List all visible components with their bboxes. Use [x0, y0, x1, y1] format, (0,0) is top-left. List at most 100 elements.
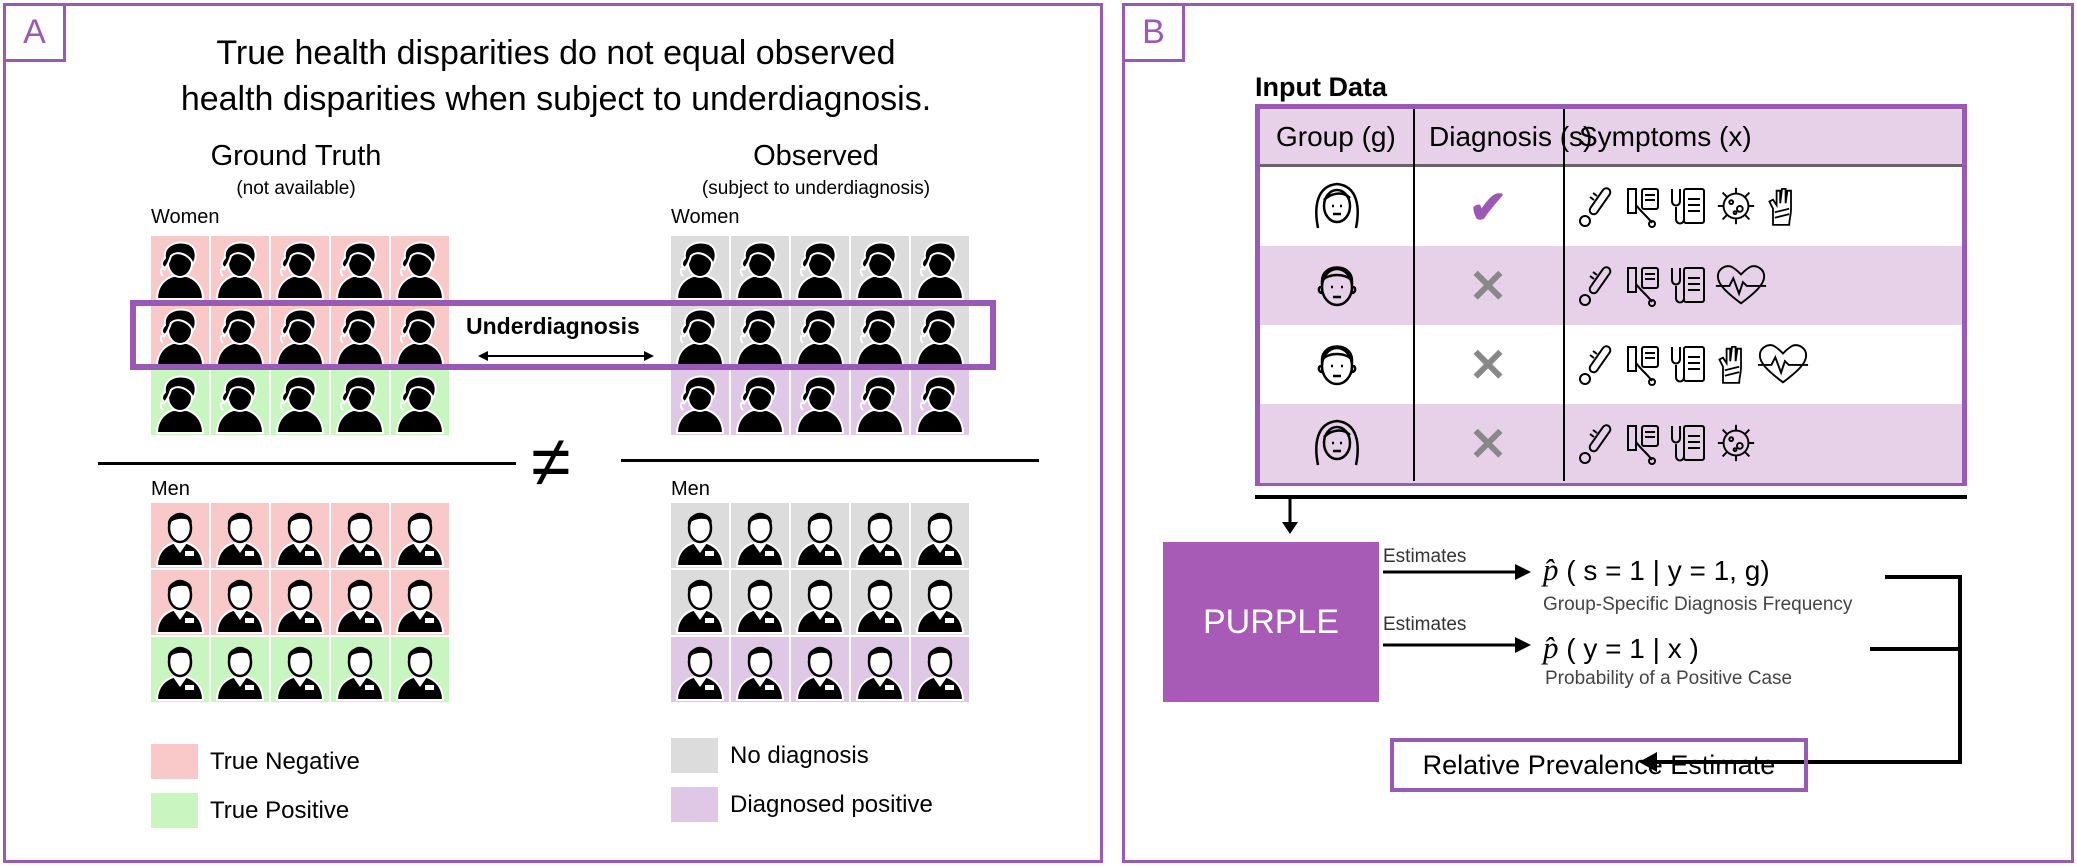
table-header-diagnosis: Diagnosis (s): [1429, 120, 1593, 152]
title-line-1: True health disparities do not equal obs…: [216, 34, 896, 72]
man-person-icon: [791, 637, 849, 702]
estimate-1-caption: Group-Specific Diagnosis Frequency: [1543, 594, 1853, 615]
man-person-icon: [731, 637, 789, 702]
table-header-row: [1260, 109, 1962, 164]
man-person-icon: [151, 637, 209, 702]
man-person-icon: [731, 570, 789, 635]
legend-left: True Negative True Positive: [151, 744, 360, 828]
woman-person-icon: [151, 236, 209, 301]
woman-person-icon: [151, 370, 209, 435]
legend-true-positive: True Positive: [151, 793, 360, 828]
man-person-icon: [911, 570, 969, 635]
title-line-2: health disparities when subject to under…: [180, 80, 932, 118]
double-arrow: [478, 351, 654, 361]
virus-icon: [1714, 420, 1758, 471]
woman-person-icon: [331, 303, 389, 368]
woman-person-icon: [391, 236, 449, 301]
men-label-right: Men: [671, 478, 710, 500]
stethoscope-clipboard-icon: [1668, 262, 1708, 313]
man-person-icon: [151, 570, 209, 635]
man-person-icon: [791, 570, 849, 635]
true-negative-swatch: [151, 744, 198, 779]
woman-person-icon: [851, 370, 909, 435]
legend-diagnosed-positive: Diagnosed positive: [671, 787, 933, 822]
stethoscope-clipboard-icon: [1668, 341, 1708, 392]
man-person-icon: [391, 570, 449, 635]
panel-b: B Input Data Group (g)Diagnosis (s)Sympt…: [1122, 3, 2074, 863]
man-person-icon: [391, 637, 449, 702]
observed-subheading: (subject to underdiagnosis): [701, 178, 931, 199]
table-header-divider: [1260, 164, 1962, 167]
diagnosed-positive-label: Diagnosed positive: [730, 790, 933, 818]
woman-person-icon: [331, 236, 389, 301]
woman-face-icon: [1312, 415, 1362, 476]
stethoscope-clipboard-icon: [1668, 183, 1708, 234]
diagnosed-positive-swatch: [671, 787, 718, 822]
phat-symbol-1: p̂: [1543, 552, 1559, 587]
panel-a-title: True health disparities do not equal obs…: [6, 30, 1106, 122]
man-person-icon: [331, 637, 389, 702]
blood-pressure-icon: [1622, 341, 1662, 392]
man-person-icon: [271, 637, 329, 702]
woman-person-icon: [911, 370, 969, 435]
man-person-icon: [671, 503, 729, 568]
woman-person-icon: [671, 236, 729, 301]
relative-prevalence-estimate-box: Relative Prevalence Estimate: [1390, 738, 1808, 792]
woman-person-icon: [791, 236, 849, 301]
purple-method-block: PURPLE: [1163, 542, 1379, 702]
arrow-down: [1282, 498, 1298, 534]
observed-heading: Observed: [753, 140, 879, 172]
true-negative-label: True Negative: [210, 747, 360, 775]
man-face-icon: [1312, 257, 1362, 318]
woman-person-icon: [791, 303, 849, 368]
cross-icon: ✕: [1468, 417, 1508, 470]
arrow-estimate-2: [1383, 637, 1531, 653]
man-person-icon: [211, 570, 269, 635]
not-equal-symbol: ≠: [531, 422, 571, 502]
true-positive-swatch: [151, 793, 198, 828]
legend-right: No diagnosis Diagnosed positive: [671, 738, 933, 822]
heartbeat-icon: [1714, 262, 1768, 313]
women-label-right: Women: [671, 206, 740, 228]
underdiagnosis-label: Underdiagnosis: [466, 313, 640, 339]
symptom-icons: [1576, 420, 1758, 471]
input-data-table: Group (g)Diagnosis (s)Symptoms (x)✔✕✕✕: [1255, 104, 1967, 486]
ground-truth-women-grid: [151, 236, 449, 435]
panel-b-label: B: [1125, 6, 1185, 62]
symptom-icons: [1576, 262, 1768, 313]
man-person-icon: [151, 503, 209, 568]
woman-person-icon: [391, 303, 449, 368]
ground-truth-subheading: (not available): [236, 178, 356, 199]
woman-person-icon: [851, 303, 909, 368]
symptom-icons: [1576, 341, 1810, 392]
woman-person-icon: [271, 236, 329, 301]
man-person-icon: [911, 503, 969, 568]
table-row: [1260, 404, 1962, 483]
divider-right: [621, 459, 1039, 462]
estimate-1-text: ( s = 1 | y = 1, g): [1566, 555, 1770, 586]
thermometer-icon: [1576, 183, 1616, 234]
underdiagnosis-box: [130, 300, 996, 370]
thermometer-icon: [1576, 262, 1616, 313]
man-person-icon: [331, 570, 389, 635]
panel-a-label: A: [6, 6, 66, 62]
table-column-divider: [1563, 109, 1565, 481]
bandaged-hand-icon: [1764, 183, 1800, 234]
heartbeat-icon: [1756, 341, 1810, 392]
woman-person-icon: [851, 236, 909, 301]
man-person-icon: [271, 503, 329, 568]
blood-pressure-icon: [1622, 262, 1662, 313]
woman-person-icon: [791, 370, 849, 435]
woman-person-icon: [211, 236, 269, 301]
woman-person-icon: [911, 236, 969, 301]
true-positive-label: True Positive: [210, 796, 350, 824]
table-header-group: Group (g): [1276, 120, 1396, 152]
men-label-left: Men: [151, 478, 190, 500]
no-diagnosis-swatch: [671, 738, 718, 773]
legend-true-negative: True Negative: [151, 744, 360, 779]
woman-person-icon: [271, 303, 329, 368]
man-person-icon: [211, 503, 269, 568]
symptom-icons: [1576, 183, 1800, 234]
woman-person-icon: [731, 370, 789, 435]
arrow-estimate-1: [1383, 564, 1531, 580]
